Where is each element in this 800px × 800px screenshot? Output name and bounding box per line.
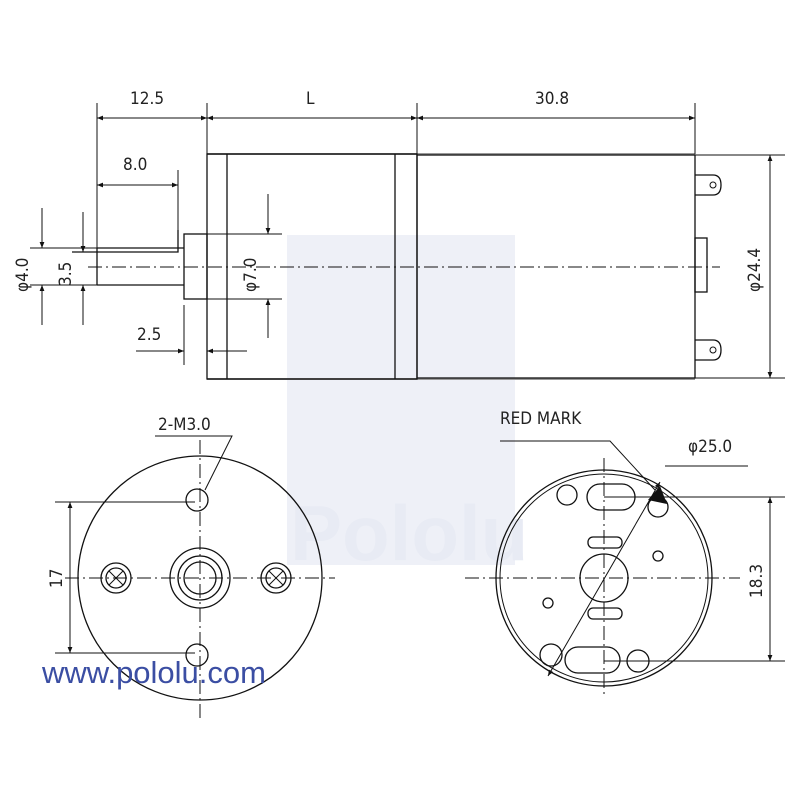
mounting-hole-top — [185, 488, 209, 512]
dim-motor-diameter: φ24.4 — [745, 248, 765, 292]
dim-shaft-flat: 8.0 — [123, 155, 147, 175]
red-mark-label: RED MARK — [500, 409, 582, 429]
terminal-slot-bottom — [564, 646, 621, 674]
dim-gearbox-length: L — [306, 89, 315, 109]
dim-rear-diameter: φ25.0 — [688, 437, 732, 457]
dim-flat-width: 3.5 — [56, 262, 76, 286]
dim-terminal-spacing: 18.3 — [747, 564, 767, 598]
terminal-bottom — [695, 339, 722, 361]
rear-view: RED MARK φ25.0 18.3 — [465, 409, 785, 697]
dim-collar-length: 2.5 — [137, 325, 161, 345]
dim-shaft-length: 12.5 — [130, 89, 164, 109]
dim-shaft-diameter: φ4.0 — [13, 258, 33, 292]
hole-label: 2-M3.0 — [158, 415, 211, 435]
mounting-hole-bottom — [185, 643, 209, 667]
red-mark-indicator — [648, 486, 667, 504]
website-url: www.pololu.com — [41, 655, 266, 690]
dim-collar-diameter: φ7.0 — [241, 258, 261, 292]
side-view: 12.5 L 30.8 8.0 2.5 φ4.0 3.5 φ7.0 φ24.4 — [13, 89, 785, 380]
dim-motor-length: 30.8 — [535, 89, 569, 109]
pololu-watermark-logo: Pololu — [287, 235, 528, 577]
terminal-top — [695, 174, 722, 196]
watermark-text: Pololu — [290, 489, 528, 577]
dim-hole-spacing: 17 — [47, 569, 67, 588]
front-view: 17 2-M3.0 — [47, 415, 335, 720]
